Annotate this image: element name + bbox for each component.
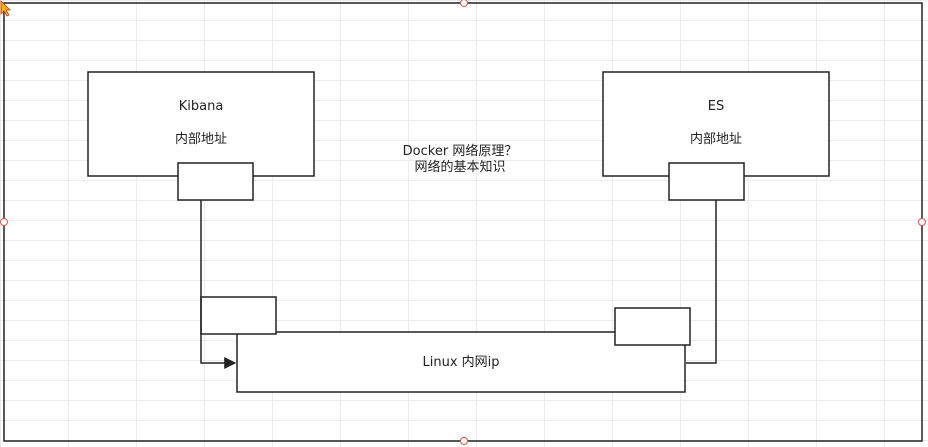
es-name-label: ES: [707, 99, 725, 114]
es-to-linux-connector[interactable]: [686, 200, 717, 364]
kibana-container-box[interactable]: [87, 71, 315, 177]
kibana-address-label: 内部地址: [174, 132, 227, 147]
center-title-line2: 网络的基本知识: [414, 160, 506, 175]
cursor-icon: [0, 0, 11, 17]
center-title-line1: Docker 网络原理？: [402, 144, 518, 159]
left-veth-box[interactable]: [200, 296, 277, 335]
right-veth-box[interactable]: [614, 307, 691, 346]
kibana-to-linux-connector[interactable]: [200, 200, 237, 369]
es-address-label: 内部地址: [689, 132, 742, 147]
linux-network-label: Linux 内网ip: [422, 355, 500, 370]
es-port-box[interactable]: [668, 162, 745, 201]
kibana-port-box[interactable]: [177, 162, 254, 201]
linux-network-box[interactable]: [236, 331, 686, 393]
handle-top: [460, 0, 468, 7]
handle-bottom: [460, 437, 468, 445]
kibana-name-label: Kibana: [178, 99, 224, 114]
handle-left: [0, 218, 8, 226]
es-container-box[interactable]: [602, 71, 830, 177]
handle-right: [918, 218, 926, 226]
